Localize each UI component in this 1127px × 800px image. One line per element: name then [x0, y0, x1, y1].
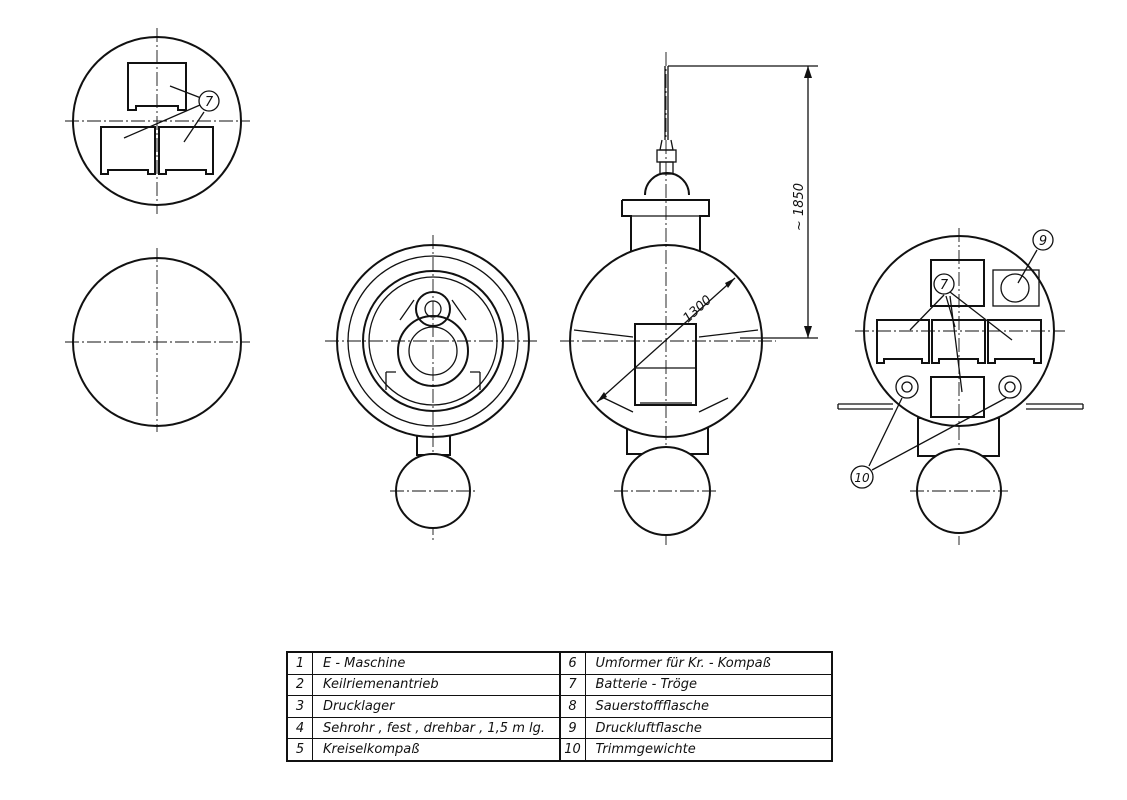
height-dimension-label: ~ 1850	[792, 183, 807, 231]
legend-number: 5	[288, 739, 313, 760]
battery-trough	[931, 319, 986, 364]
section-view-front: 7 9 10	[837, 228, 1084, 545]
callout-batteries: 7	[933, 273, 955, 295]
legend-number: 3	[288, 696, 313, 717]
legend-row: 10 Trimmgewichte	[561, 739, 832, 760]
callout-trim-weights: 10	[850, 465, 874, 489]
legend-number: 9	[561, 717, 586, 739]
legend-number: 8	[561, 696, 586, 717]
battery-trough	[100, 126, 156, 175]
legend-text: Keilriemenantrieb	[323, 677, 439, 693]
legend-row: 7 Batterie - Tröge	[560, 674, 831, 697]
section-view-top-batteries: 7	[65, 28, 250, 214]
legend-row: 5 Kreiselkompaß	[288, 739, 559, 760]
svg-text:7: 7	[205, 95, 214, 110]
legend-text: Kreiselkompaß	[323, 742, 420, 758]
callout-compressed-air: 9	[1032, 229, 1054, 251]
svg-text:10: 10	[854, 471, 870, 485]
legend-row: 4 Sehrohr , fest , drehbar , 1,5 m lg.	[288, 717, 559, 740]
svg-text:7: 7	[940, 278, 949, 293]
legend-number: 2	[288, 674, 313, 696]
legend-row: 8 Sauerstoffflasche	[560, 696, 831, 718]
battery-trough	[930, 259, 985, 307]
legend-text: Drucklager	[323, 698, 395, 714]
legend-row: 6 Umformer für Kr. - Kompaß	[560, 653, 831, 675]
legend-column-right: 6 Umformer für Kr. - Kompaß 7 Batterie - T…	[558, 653, 832, 760]
legend-text: Trimmgewichte	[595, 742, 696, 758]
legend-number: 10	[561, 739, 586, 760]
battery-trough	[930, 376, 985, 418]
battery-trough	[987, 319, 1042, 364]
legend-number: 1	[288, 653, 313, 674]
legend-column-left: 1 E - Maschine 2 Keilriemenantrieb 3 Druckl…	[288, 653, 559, 760]
legend-number: 4	[288, 717, 313, 739]
legend-row: 3 Drucklager	[288, 696, 559, 718]
legend-number: 6	[561, 653, 586, 674]
legend-text: Sauerstoffflasche	[595, 698, 710, 714]
section-view-empty	[65, 248, 250, 432]
trim-weight	[998, 375, 1022, 399]
legend-text: E - Maschine	[323, 655, 406, 671]
legend-row: 1 E - Maschine	[288, 653, 559, 675]
compressed-air-bottle	[992, 269, 1040, 307]
legend-row: 9 Druckluftflasche	[560, 717, 831, 740]
legend-text: Druckluftflasche	[595, 720, 702, 736]
svg-text:9: 9	[1039, 234, 1047, 249]
legend-text: Batterie - Tröge	[595, 677, 697, 693]
battery-trough	[876, 319, 930, 364]
legend-text: Umformer für Kr. - Kompaß	[595, 655, 771, 671]
legend-text: Sehrohr , fest , drehbar , 1,5 m lg.	[323, 720, 546, 736]
trim-weight	[895, 375, 919, 399]
side-elevation: 1300 ~ 1850	[560, 52, 818, 545]
legend-number: 7	[561, 674, 586, 696]
legend-row: 2 Keilriemenantrieb	[288, 674, 559, 697]
battery-trough	[158, 126, 214, 175]
callout-batteries: 7	[198, 90, 220, 112]
battery-trough	[127, 62, 187, 111]
end-view-rear	[325, 235, 540, 540]
